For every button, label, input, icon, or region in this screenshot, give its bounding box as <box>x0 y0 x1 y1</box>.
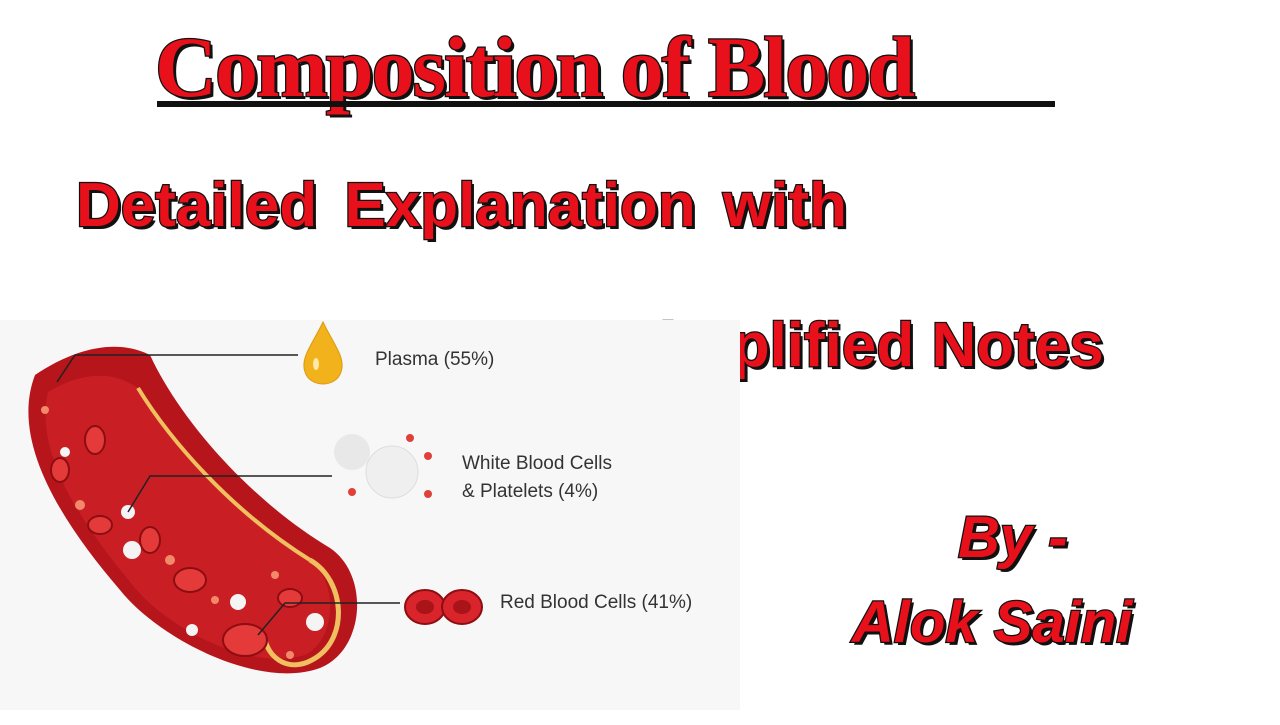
plasma-leader-line <box>56 354 298 383</box>
wbc-label-line-1: White Blood Cells <box>462 453 612 474</box>
wbc-icon-large <box>365 445 419 499</box>
platelet <box>211 596 219 604</box>
platelet <box>165 555 175 565</box>
wbc-icon-small <box>334 434 370 470</box>
wbc-cell <box>60 447 70 457</box>
wbc-cell <box>123 541 141 559</box>
rbc-cell <box>277 588 303 608</box>
rbc-cell <box>84 425 106 455</box>
blood-composition-diagram: Plasma (55%) White Blood Cells & Platele… <box>0 300 760 720</box>
rbc-leader-line <box>257 602 400 636</box>
vessel-lumen <box>45 375 331 659</box>
author-name: Alok Saini <box>851 589 1134 657</box>
page-title: Composition of Blood <box>154 19 917 115</box>
rbc-cell <box>173 567 207 593</box>
platelet <box>41 406 49 414</box>
leader-lines <box>56 354 400 636</box>
wbc-cell <box>306 613 324 631</box>
blood-vessel-illustration <box>0 320 740 710</box>
white-blood-cells-in-vessel <box>60 447 324 636</box>
subtitle-line-1: Detailed Explanation with <box>75 170 849 242</box>
rbc-cell <box>222 623 268 657</box>
rbc-label: Red Blood Cells (41%) <box>500 592 693 613</box>
platelet-icon <box>406 434 414 442</box>
wbc-cell <box>230 594 246 610</box>
plasma-label: Plasma (55%) <box>375 349 495 370</box>
platelet <box>75 500 85 510</box>
platelet-icon <box>348 488 356 496</box>
vessel-open-end <box>262 557 341 668</box>
platelet-icon <box>424 452 432 460</box>
wbc-leader-line <box>127 475 332 513</box>
rbc-cell <box>87 515 113 535</box>
rbc-cell <box>139 526 161 554</box>
platelet-icon <box>424 490 432 498</box>
title-underline <box>157 101 1055 107</box>
rbc-icon <box>404 589 483 625</box>
platelet <box>286 651 294 659</box>
platelet <box>271 571 279 579</box>
platelets-in-vessel <box>41 406 294 659</box>
wbc-platelets-icon <box>334 434 432 499</box>
plasma-drop-icon <box>303 320 343 385</box>
wbc-cell <box>186 624 198 636</box>
rbc-cell <box>50 457 70 483</box>
vessel-inner-band <box>136 386 312 562</box>
red-blood-cells-in-vessel <box>50 425 303 657</box>
byline: By - <box>957 504 1069 572</box>
wbc-label-line-2: & Platelets (4%) <box>462 481 599 502</box>
plasma-drop-highlight <box>313 358 319 370</box>
